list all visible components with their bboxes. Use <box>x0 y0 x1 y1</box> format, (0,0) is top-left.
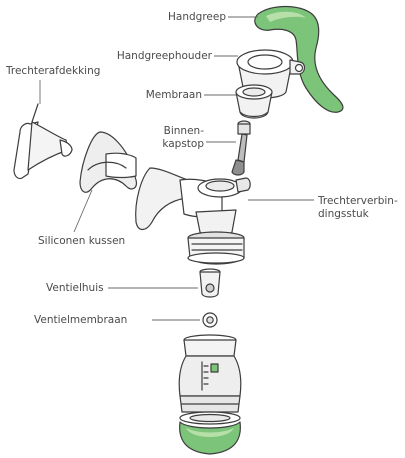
label-handgreep: Handgreep <box>168 11 226 23</box>
label-trechterafdekking: Trechterafdekking <box>5 65 100 77</box>
label-ventielhuis: Ventielhuis <box>46 282 104 294</box>
valve-housing-part <box>200 269 220 297</box>
silicone-cushion-part <box>80 132 136 192</box>
funnel-connector-part <box>136 168 250 264</box>
label-binnenkapstop-line1: Binnen- <box>164 125 205 137</box>
bottle-part <box>179 335 241 412</box>
label-trechterverbindingsstuk-line2: dingsstuk <box>318 208 370 220</box>
label-ventielmembraan: Ventielmembraan <box>34 314 127 326</box>
label-membraan: Membraan <box>146 89 202 101</box>
leader-siliconen-kussen <box>74 190 92 232</box>
funnel-cover-part <box>14 104 72 179</box>
label-binnenkapstop-line2: kapstop <box>162 138 204 150</box>
label-trechterverbindingsstuk-line1: Trechterverbin- <box>317 195 398 207</box>
bottle-base-part <box>180 412 241 454</box>
label-handgreephouder: Handgreephouder <box>117 50 213 62</box>
membrane-part <box>236 85 272 118</box>
inner-cap-stop-part <box>232 121 250 175</box>
valve-membrane-part <box>203 313 217 327</box>
label-siliconen-kussen: Siliconen kussen <box>38 235 125 247</box>
